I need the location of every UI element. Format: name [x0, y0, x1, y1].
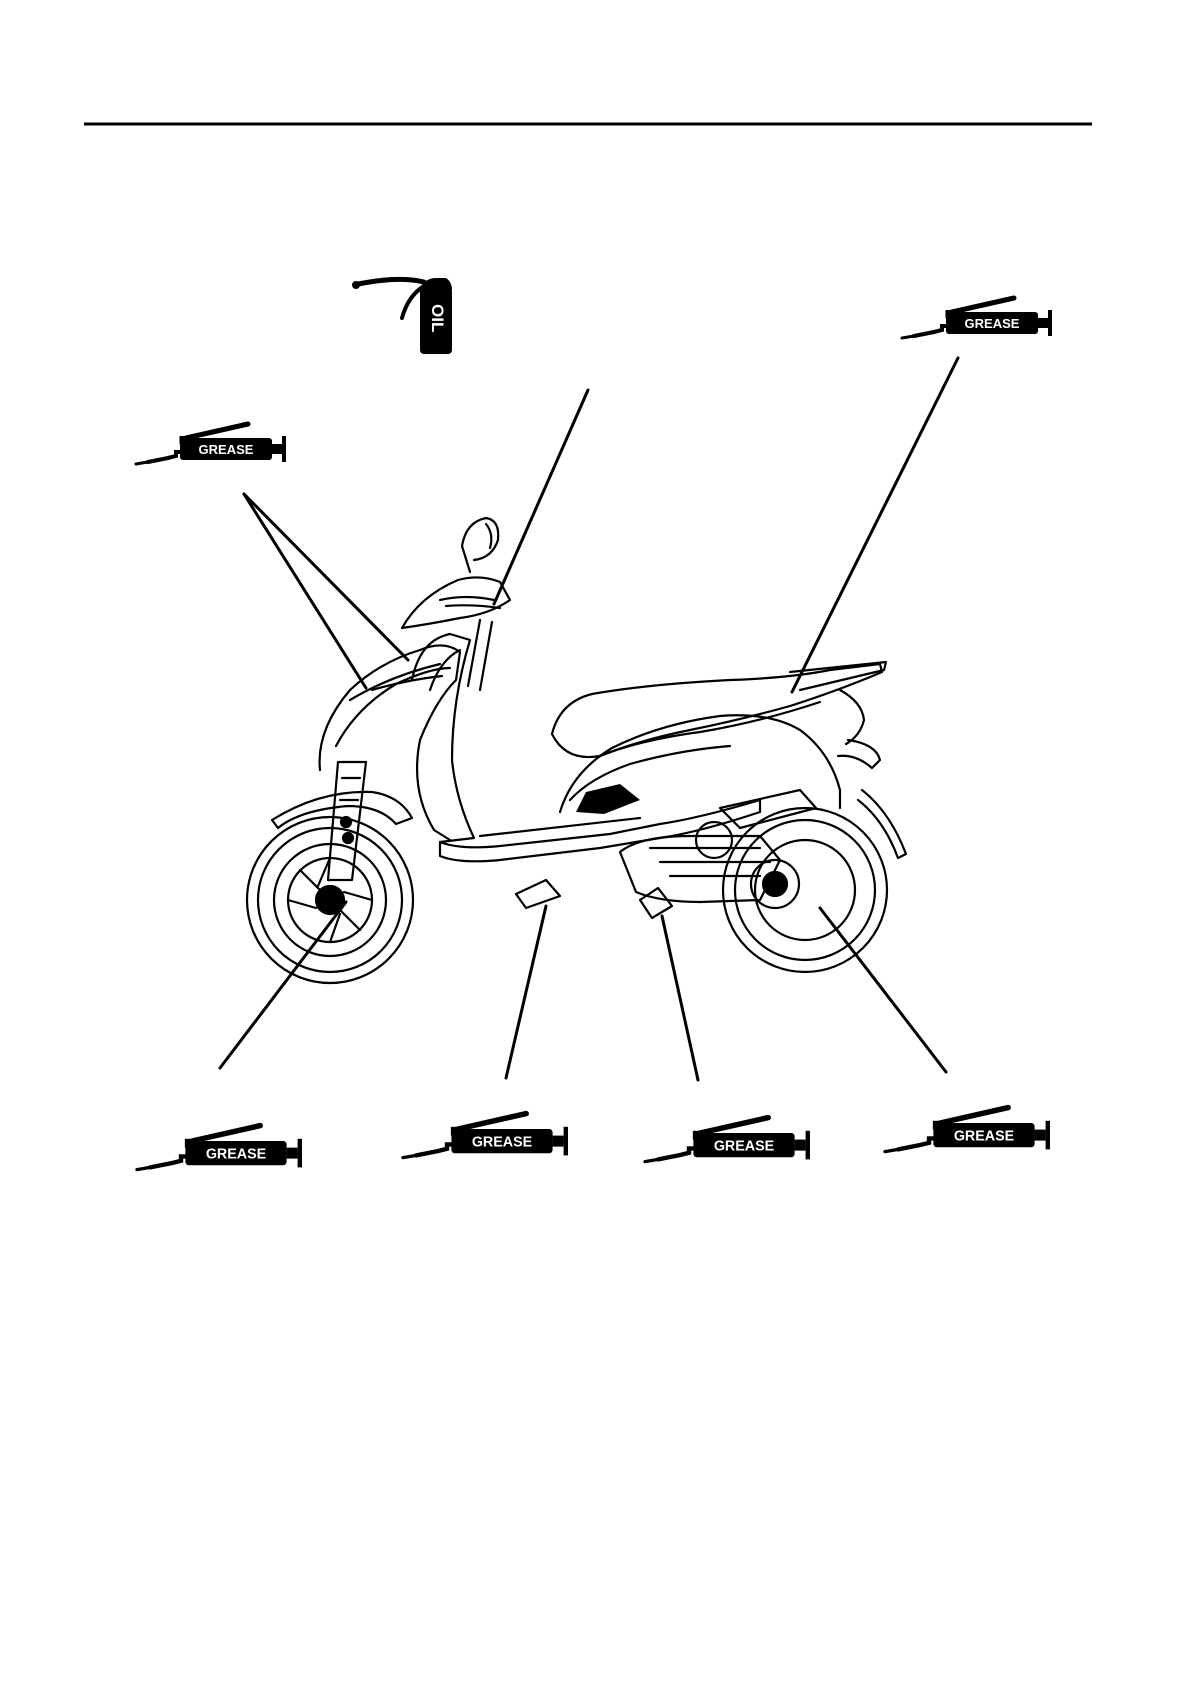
leader-brake-lever-1: [244, 494, 366, 688]
leader-seat-hinge: [792, 358, 958, 692]
seat: [552, 664, 882, 757]
scooter-illustration: [247, 518, 906, 983]
side-stand: [516, 880, 560, 908]
grease-label-center-stand: GREASE: [714, 1139, 774, 1155]
leader-brake-lever-2: [244, 494, 408, 660]
grease-gun-icon: GREASE: [902, 298, 1052, 338]
center-stand: [640, 888, 672, 918]
grease-gun-icon: GREASE: [136, 424, 286, 464]
mirror: [462, 518, 498, 572]
grease-label-side-stand: GREASE: [472, 1135, 532, 1151]
front-wheel: [247, 817, 413, 983]
grease-gun-icon: GREASE: [403, 1114, 568, 1158]
oil-can-icon: OIL: [352, 278, 452, 354]
grease-gun-icon: GREASE: [645, 1118, 810, 1162]
grease-label-front-wheel: GREASE: [206, 1147, 266, 1163]
leader-center-stand: [662, 916, 698, 1080]
leader-rear-brake: [820, 908, 946, 1072]
grease-label-brake-levers: GREASE: [199, 442, 254, 457]
leader-side-stand: [506, 906, 546, 1078]
front-cowl: [320, 645, 460, 840]
grease-label-seat: GREASE: [965, 316, 1020, 331]
oil-label: OIL: [428, 304, 447, 332]
grease-gun-icon: GREASE: [885, 1108, 1050, 1152]
rear-fender: [858, 790, 906, 858]
grease-label-rear-brake: GREASE: [954, 1129, 1014, 1145]
leader-oil-throttle: [494, 390, 588, 604]
leader-front-wheel: [220, 902, 346, 1068]
grease-gun-icon: GREASE: [137, 1126, 302, 1170]
rear-wheel: [723, 808, 887, 972]
